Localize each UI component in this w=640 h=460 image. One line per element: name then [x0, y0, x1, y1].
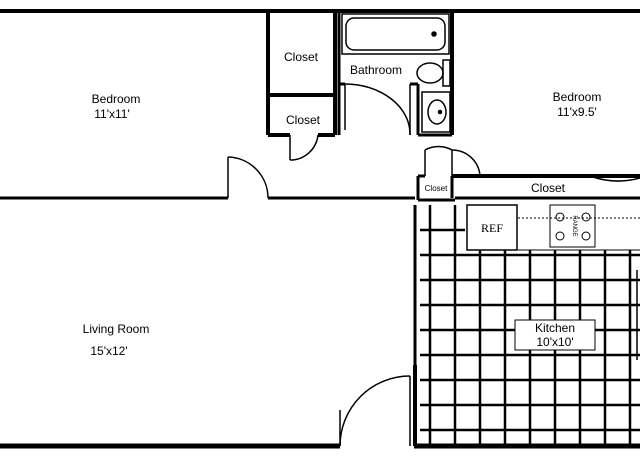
- closet-right-name: Closet: [531, 181, 566, 195]
- closet-small-name: Closet: [425, 184, 448, 193]
- bathtub: [341, 13, 450, 55]
- bathroom-sink: [421, 91, 451, 133]
- kitchen-size: 10'x10': [536, 335, 573, 349]
- living-room-name: Living Room: [83, 322, 150, 336]
- toilet: [416, 59, 451, 87]
- closet-top-name: Closet: [284, 50, 319, 64]
- range: RANGE: [549, 204, 596, 248]
- kitchen-label-box: [514, 319, 596, 351]
- bedroom-right-size: 11'x9.5': [557, 105, 597, 119]
- living-room-size: 15'x12': [90, 344, 127, 358]
- kitchen-name: Kitchen: [535, 321, 575, 335]
- walls: [0, 9, 640, 449]
- refrigerator: REF: [466, 204, 518, 251]
- bedroom-left-size: 11'x11': [94, 107, 130, 121]
- doors: [227, 83, 640, 447]
- bathroom-name: Bathroom: [350, 63, 402, 77]
- closet-middle-name: Closet: [286, 113, 321, 127]
- kitchen-tile-floor: [420, 205, 640, 445]
- bedroom-right-name: Bedroom: [553, 90, 602, 104]
- range-label: RANGE: [571, 215, 577, 236]
- bedroom-left-name: Bedroom: [92, 92, 141, 106]
- refrigerator-label: REF: [481, 221, 503, 235]
